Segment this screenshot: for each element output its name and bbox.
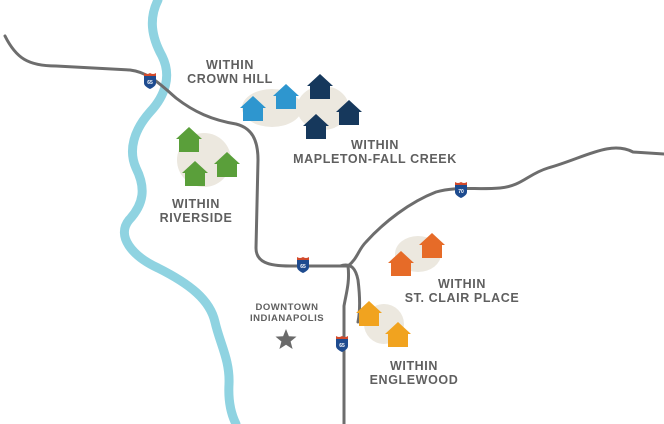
house-icon <box>182 161 208 186</box>
house-icon <box>307 74 333 99</box>
house-icon <box>303 114 329 139</box>
shield-number: 70 <box>458 189 464 195</box>
house-icon <box>388 251 414 276</box>
label-st-clair-place: WITHIN ST. CLAIR PLACE <box>404 277 520 305</box>
label-mapleton-fall-creek: WITHIN MAPLETON-FALL CREEK <box>293 138 457 166</box>
interstate-roads <box>3 34 664 424</box>
label-downtown-indianapolis: DOWNTOWN INDIANAPOLIS <box>249 302 325 324</box>
white-river <box>119 0 241 424</box>
st-clair-houses <box>388 233 445 276</box>
house-icon <box>419 233 445 258</box>
crown-hill-houses <box>240 84 299 121</box>
mapleton-houses <box>303 74 362 139</box>
interstate-shield-icon: 65 <box>144 73 156 89</box>
star-icon <box>275 329 297 349</box>
house-icon <box>273 84 299 109</box>
road-i65-north <box>3 34 350 268</box>
interstate-shield-icon: 65 <box>336 336 348 352</box>
interstate-shield-icon: 65 <box>297 257 309 273</box>
road-i70 <box>346 146 664 268</box>
shield-number: 65 <box>300 264 306 270</box>
shield-number: 65 <box>339 343 345 349</box>
road-i65-south <box>342 264 350 424</box>
house-icon <box>385 322 411 347</box>
house-icon <box>356 301 382 326</box>
shield-number: 65 <box>147 80 153 86</box>
label-crown-hill: WITHIN CROWN HILL <box>187 58 273 86</box>
label-riverside: WITHIN RIVERSIDE <box>159 197 233 225</box>
riverside-houses <box>176 127 240 186</box>
house-icon <box>176 127 202 152</box>
house-icon <box>336 100 362 125</box>
interstate-shield-icon: 70 <box>455 182 467 198</box>
house-icon <box>240 96 266 121</box>
label-englewood: WITHIN ENGLEWOOD <box>369 359 459 387</box>
englewood-houses <box>356 301 411 347</box>
house-icon <box>214 152 240 177</box>
